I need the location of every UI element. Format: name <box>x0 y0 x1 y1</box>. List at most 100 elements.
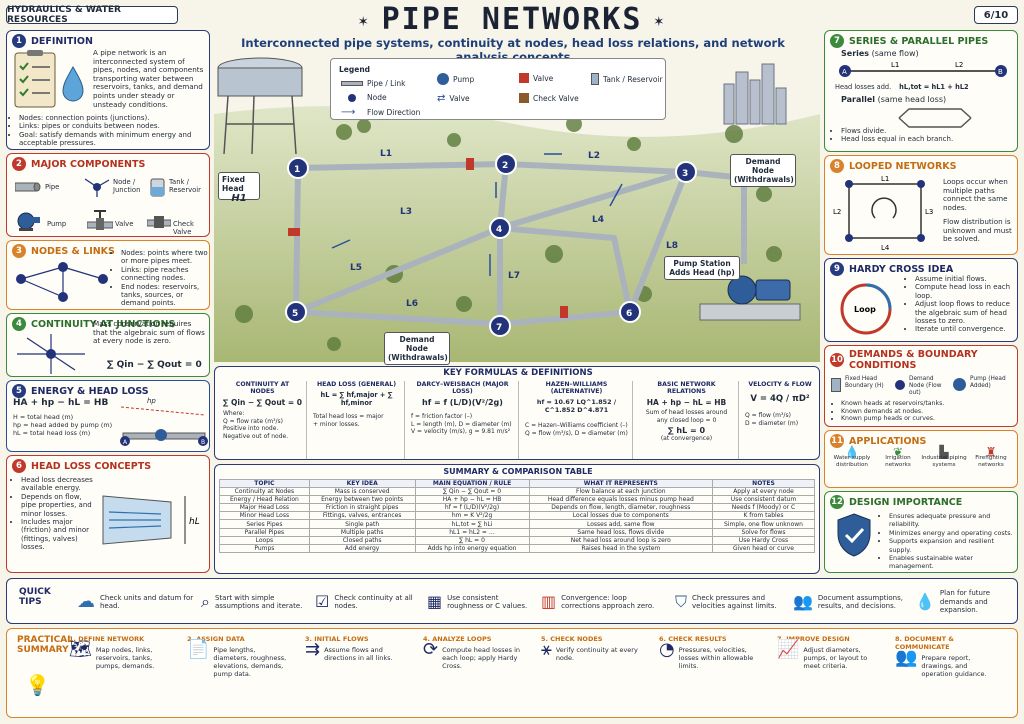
plant-icon: ❦ <box>892 445 904 459</box>
formula-note: C = Hazen–Williams coefficient (–) <box>525 422 628 429</box>
looped-text-2: Flow distribution is unknown and must be… <box>943 217 1012 244</box>
component-label: Pipe <box>45 183 60 191</box>
table-cell: Apply at every node <box>712 487 815 497</box>
legend-item: Pump <box>453 74 475 84</box>
design-bullet: Supports expansion and resilient supply. <box>889 537 1017 554</box>
network-node[interactable] <box>489 217 511 239</box>
panel-title: MAJOR COMPONENTS <box>31 158 146 170</box>
node-b-label: B <box>201 439 205 446</box>
legend-item: Pipe / Link <box>367 79 406 88</box>
node-number: 4 <box>496 225 502 235</box>
loop-equation: ∑ hL = 0 <box>667 426 706 435</box>
tip-item: Document assumptions, results, and decis… <box>817 593 903 611</box>
network-node[interactable] <box>489 315 511 337</box>
table-cell: ∑ Qin − ∑ Qout = 0 <box>414 487 530 497</box>
head-loss-bullet: Includes major (friction) and minor (fit… <box>21 518 99 552</box>
tip-item: Convergence: loop corrections approach z… <box>561 593 655 611</box>
table-header-cell: WHAT IT REPRESENTS <box>528 478 714 489</box>
formula-note: Q = flow (m³/s), D = diameter (m) <box>525 429 628 437</box>
table-cell: Solve for flows <box>712 527 815 537</box>
table-cell: Energy / Head Relation <box>219 495 310 505</box>
table-cell: Series Pipes <box>219 519 310 529</box>
link-label: L1 <box>891 61 899 69</box>
series-equation: hL,tot = hL1 + hL2 <box>899 83 969 91</box>
red-valve-legend-icon <box>519 73 529 83</box>
step-heading: 6. CHECK RESULTS <box>659 635 727 643</box>
node-b-label: B <box>998 68 1003 76</box>
step-text: Verify continuity at every node. <box>555 646 638 662</box>
link-label: L7 <box>508 271 520 281</box>
pump-icon <box>953 378 966 391</box>
link-label: L6 <box>406 299 418 309</box>
panel-number: 12 <box>830 495 844 509</box>
table-cell: Flow balance at each junction <box>528 487 714 497</box>
hardy-cross-bullet: Assume initial flows. <box>915 275 1017 283</box>
panel-title: LOOPED NETWORKS <box>849 160 957 172</box>
step-heading: 7. IMPROVE DESIGN <box>777 635 850 643</box>
link-label: L1 <box>380 149 392 159</box>
network-node[interactable] <box>287 157 309 179</box>
node-number: 1 <box>294 165 300 175</box>
boundary-bullet: Known pump heads or curves. <box>841 415 1017 423</box>
formula-note: D = diameter (m) <box>745 419 799 427</box>
formula-note: + minor losses. <box>313 420 360 428</box>
water-drop-icon: 💧 <box>915 591 935 611</box>
map-legend: Legend Pipe / Link Node ⟶Flow Direction … <box>330 58 666 120</box>
summary-step: 5. CHECK NODES⚹Verify continuity at ever… <box>541 635 641 715</box>
link-label: L1 <box>881 175 889 183</box>
link-label: L3 <box>400 207 412 217</box>
table-cell: Use consistent datum <box>712 495 815 505</box>
table-cell: K from tables <box>712 511 815 521</box>
nodes-bullet: Nodes: points where two or more pipes me… <box>121 249 209 266</box>
link-label: L8 <box>666 241 678 251</box>
network-node[interactable] <box>495 153 517 175</box>
energy-def: hp = head added by pump (m) <box>13 421 113 429</box>
formula-continuity: CONTINUITY AT NODES ∑ Qin − ∑ Qout = 0 W… <box>219 381 307 459</box>
formula-heading: HEAD LOSS (GENERAL) <box>316 381 397 388</box>
table-cell: ∑ hL = 0 <box>414 535 530 545</box>
pipe-links <box>293 161 747 327</box>
hardy-cross-loop-icon: Loop <box>840 283 892 335</box>
step-heading: 8. DOCUMENT & COMMUNICATE <box>895 635 954 651</box>
topic-tag: HYDRAULICS & WATER RESOURCES <box>6 5 178 25</box>
demand-node-icon <box>895 380 905 390</box>
energy-line-diagram: A B hp <box>120 397 208 446</box>
link-label: L5 <box>350 263 362 273</box>
page-title: ✶ PIPE NETWORKS ✶ <box>358 2 666 37</box>
hl-label: hL <box>189 517 200 527</box>
lightbulb-icon: 💡 <box>25 673 50 697</box>
network-node[interactable] <box>285 301 307 323</box>
network-node[interactable] <box>619 301 641 323</box>
step-text: Pipe lengths, diameters, roughness, elev… <box>213 646 287 678</box>
head-loss-bullet: Head loss decreases available energy. <box>21 476 99 493</box>
calculator-icon: ▦ <box>427 591 443 611</box>
node-legend-icon <box>348 93 356 102</box>
table-cell: Losses add, same flow <box>528 519 714 529</box>
formula-equation: ∑ Qin − ∑ Qout = 0 <box>223 398 302 407</box>
boundary-bullet: Known demands at nodes. <box>841 408 1017 416</box>
formula-note: (at convergence) <box>660 435 713 442</box>
step-heading: 3. INITIAL FLOWS <box>305 635 369 643</box>
pump-legend-icon <box>437 73 449 85</box>
tip-item: Plan for future demands and expansion. <box>939 589 991 615</box>
table-cell: Major Head Loss <box>219 503 310 513</box>
boundary-bullet: Known heads at reservoirs/tanks. <box>841 400 1017 408</box>
application-item: Industrial piping systems <box>921 455 967 468</box>
check-valve-legend-icon <box>519 93 529 103</box>
table-header-cell: NOTES <box>712 478 815 489</box>
team-icon: 👥 <box>895 647 918 668</box>
network-node[interactable] <box>675 161 697 183</box>
formulas-title: KEY FORMULAS & DEFINITIONS <box>443 368 593 378</box>
tank-reservoir-icon <box>150 178 165 197</box>
energy-equation: HA + hp − hL = HB <box>13 398 109 408</box>
summary-title: PRACTICAL SUMMARY <box>17 635 73 655</box>
table-cell: Minor Head Loss <box>219 511 310 521</box>
table-cell: Loops <box>219 535 310 545</box>
demand-node-top-callout: Demand Node (Withdrawals) <box>730 154 796 187</box>
